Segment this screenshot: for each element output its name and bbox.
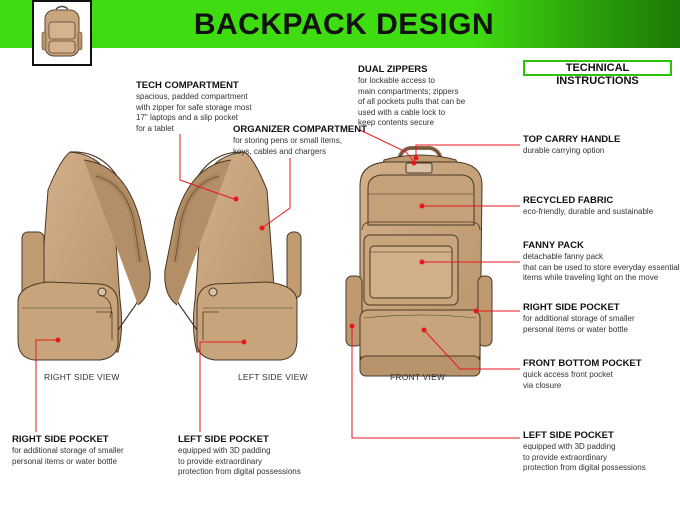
- header-gradient: [470, 0, 680, 48]
- callout-dual-zippers: DUAL ZIPPERS for lockable access to main…: [358, 64, 466, 127]
- front-view-label: FRONT VIEW: [390, 372, 446, 382]
- callout-organizer-compartment: ORGANIZER COMPARTMENT for storing pens o…: [233, 124, 367, 156]
- right-side-view-label: RIGHT SIDE VIEW: [44, 372, 120, 382]
- callout-left-side-pocket-bottom: LEFT SIDE POCKET equipped with 3D paddin…: [178, 434, 301, 476]
- page-title: BACKPACK DESIGN: [193, 8, 495, 41]
- callout-recycled-fabric: RECYCLED FABRIC eco-friendly, durable an…: [523, 195, 654, 216]
- callout-top-carry-handle: TOP CARRY HANDLE durable carrying option: [523, 134, 621, 155]
- thumbnail-backpack-icon: [41, 5, 83, 57]
- callout-front-bottom-pocket: FRONT BOTTOM POCKET quick access front p…: [523, 358, 642, 390]
- callout-right-side-pocket-bottom: RIGHT SIDE POCKET for additional storage…: [12, 434, 124, 466]
- technical-instructions-badge: TECHNICAL INSTRUCTIONS: [523, 60, 672, 87]
- callout-right-side-pocket-front: RIGHT SIDE POCKET for additional storage…: [523, 302, 635, 334]
- right-side-view-backpack: [17, 151, 151, 361]
- callout-fanny-pack: FANNY PACK detachable fanny pack that ca…: [523, 240, 680, 282]
- front-view-backpack: [345, 146, 493, 377]
- backpack-thumbnail: [32, 0, 92, 66]
- left-side-view-label: LEFT SIDE VIEW: [238, 372, 308, 382]
- callout-leader-lines: [35, 129, 520, 439]
- left-side-view-backpack: [164, 151, 302, 361]
- callout-left-side-pocket-front: LEFT SIDE POCKET equipped with 3D paddin…: [523, 430, 646, 472]
- callout-tech-compartment: TECH COMPARTMENT spacious, padded compar…: [136, 80, 252, 133]
